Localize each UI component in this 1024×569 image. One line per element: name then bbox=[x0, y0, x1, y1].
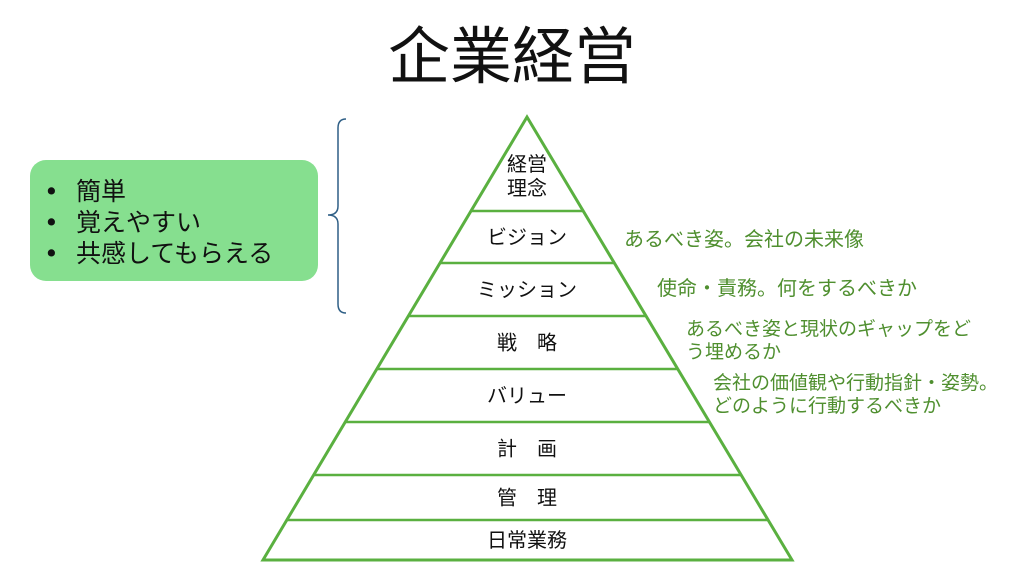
pyramid-layer-label-line: 経営 bbox=[507, 152, 547, 176]
pyramid-layer-label-line: 管 理 bbox=[497, 486, 557, 510]
pyramid-layer-label: ビジョン bbox=[487, 225, 567, 249]
pyramid-layer-label: 管 理 bbox=[497, 486, 557, 510]
pyramid-layer-label-line: バリュー bbox=[487, 384, 567, 408]
pyramid-layer-label-line: ミッション bbox=[477, 278, 577, 302]
pyramid-outline bbox=[260, 114, 795, 562]
pyramid-layer-label: 日常業務 bbox=[487, 528, 567, 552]
annotation-line: 会社の価値観や行動指針・姿勢。 bbox=[713, 372, 999, 394]
callout-item-text: 共感してもらえる bbox=[76, 239, 274, 268]
pyramid-layer-label: バリュー bbox=[487, 384, 567, 408]
annotation-line: あるべき姿と現状のギャップをど bbox=[686, 318, 972, 340]
callout-item: • 覚えやすい bbox=[44, 207, 304, 238]
callout-item: • 共感してもらえる bbox=[44, 238, 304, 269]
pyramid-layer-label: 戦 略 bbox=[497, 331, 557, 355]
annotation-line: あるべき姿。会社の未来像 bbox=[624, 227, 864, 251]
bracket-brace bbox=[327, 118, 347, 314]
bullet-icon: • bbox=[44, 177, 59, 206]
page-title: 企業経営 bbox=[387, 20, 636, 93]
callout-box: • 簡単 • 覚えやすい • 共感してもらえる bbox=[30, 160, 318, 281]
annotation-line: どのように行動するべきか bbox=[713, 395, 942, 417]
bullet-icon: • bbox=[44, 239, 59, 268]
pyramid-layer-label: 経営理念 bbox=[507, 152, 547, 200]
annotation-line: 使命・責務。何をするべきか bbox=[657, 276, 917, 300]
pyramid-layer-label: ミッション bbox=[477, 278, 577, 302]
pyramid-layer-label-line: 日常業務 bbox=[487, 528, 567, 552]
annotation-value: 会社の価値観や行動指針・姿勢。 どのように行動するべきか bbox=[713, 372, 998, 418]
pyramid-layer-label-line: 理念 bbox=[507, 176, 547, 200]
annotation-line: う埋めるか bbox=[686, 341, 782, 363]
annotation-strategy: あるべき姿と現状のギャップをど う埋めるか bbox=[686, 318, 971, 364]
pyramid-layer-label-line: 計 画 bbox=[497, 437, 557, 461]
callout-item: • 簡単 bbox=[44, 176, 304, 207]
callout-list: • 簡単 • 覚えやすい • 共感してもらえる bbox=[44, 176, 304, 269]
annotation-vision: あるべき姿。会社の未来像 bbox=[624, 228, 864, 251]
callout-item-text: 簡単 bbox=[76, 177, 127, 206]
pyramid-layer-label-line: ビジョン bbox=[487, 225, 567, 249]
bullet-icon: • bbox=[44, 208, 59, 237]
pyramid-layer-label-line: 戦 略 bbox=[497, 331, 557, 355]
callout-item-text: 覚えやすい bbox=[76, 208, 202, 237]
pyramid-layer-label: 計 画 bbox=[497, 437, 557, 461]
annotation-mission: 使命・責務。何をするべきか bbox=[657, 277, 917, 300]
